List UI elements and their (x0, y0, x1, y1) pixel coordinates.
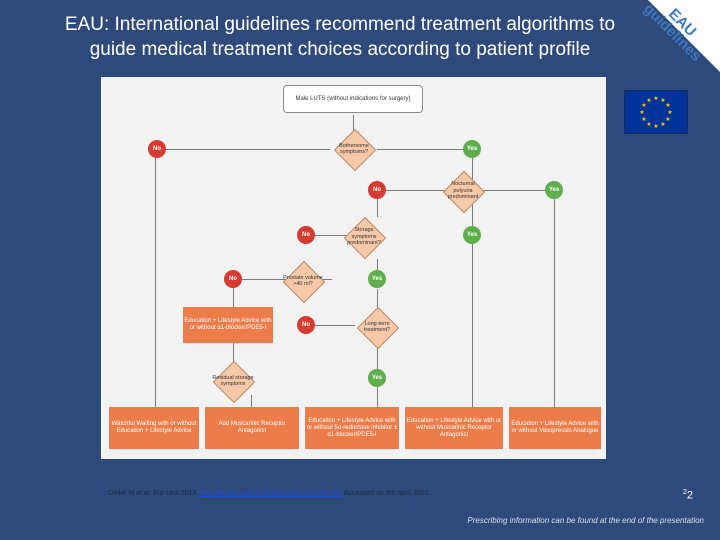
connector (315, 235, 355, 236)
svg-text:★: ★ (660, 97, 665, 104)
eu-flag-icon: ★★★ ★★★ ★★★ ★★★ (624, 90, 688, 134)
connector (233, 287, 234, 307)
svg-text:★: ★ (641, 102, 646, 109)
yes-marker: Yes (463, 140, 481, 158)
yes-marker: Yes (368, 270, 386, 288)
reference-link[interactable]: http://dx.doi.org/10.1016/j.eururo.2013.… (200, 490, 343, 497)
connector (472, 157, 473, 407)
connector (377, 259, 378, 273)
eau-guidelines-badge: EAU guidelines (630, 0, 720, 90)
connector (377, 149, 472, 150)
reference: Oelke M et al. Eur Urol 2013. http://dx.… (108, 490, 431, 497)
title-line-1: EAU: International guidelines recommend … (64, 14, 616, 35)
box-muscarinic: Education + Lifestyle Advice with or wit… (405, 407, 503, 449)
decision-storage: Storage symptoms predominant? (342, 215, 387, 260)
connector (315, 325, 355, 326)
decision-longterm: Long-term treatment? (355, 305, 400, 350)
start-node: Male LUTS (without indications for surge… (283, 85, 423, 113)
decision-label: Residual storage symptoms (212, 374, 254, 388)
connector (165, 149, 330, 150)
svg-text:★: ★ (665, 116, 670, 123)
decision-nocturnal: Nocturnal polyuria predominant (441, 169, 486, 214)
no-marker: No (148, 140, 166, 158)
svg-text:★: ★ (653, 123, 658, 130)
box-watchful-waiting: Watchful Waiting with or without Educati… (109, 407, 199, 449)
decision-label: Bothersome symptoms? (339, 142, 369, 156)
connector (377, 197, 378, 217)
badge-triangle (648, 0, 720, 72)
connector (377, 347, 378, 369)
slide-title: EAU: International guidelines recommend … (20, 12, 660, 62)
connector (155, 157, 156, 407)
decision-label: Nocturnal polyuria predominant (447, 181, 479, 201)
reference-suffix: Accessed on 8th April 2015. (343, 490, 431, 497)
no-marker: No (297, 226, 315, 244)
box-education-alpha-blocker: Education + Lifestyle Advice with or wit… (183, 307, 273, 343)
svg-text:★: ★ (646, 121, 651, 128)
yes-marker: Yes (368, 369, 386, 387)
svg-text:★: ★ (660, 121, 665, 128)
title-line-2: guide medical treatment choices accordin… (89, 39, 591, 60)
page-number-superscript: 2 (683, 489, 687, 496)
connector (233, 343, 234, 369)
decision-label: Prostate volume >40 ml? (283, 274, 323, 288)
box-add-muscarinic: Add Muscarinic Receptor Antagonist (205, 407, 299, 449)
decision-label: Long-term treatment? (363, 320, 391, 334)
connector (377, 289, 378, 307)
decision-label: Storage symptoms predominant? (347, 227, 381, 247)
yes-marker: Yes (463, 226, 481, 244)
decision-prostate: Prostate volume >40 ml? (281, 259, 326, 304)
no-marker: No (368, 181, 386, 199)
box-5ari: Education + Lifestyle Advice with or wit… (305, 407, 399, 449)
reference-prefix: Oelke M et al. Eur Urol 2013. (108, 490, 199, 497)
yes-marker: Yes (545, 181, 563, 199)
svg-text:★: ★ (653, 95, 658, 102)
svg-text:★: ★ (665, 102, 670, 109)
box-vasopressin: Education + Lifestyle Advice with or wit… (509, 407, 601, 449)
no-marker: No (224, 270, 242, 288)
decision-residual: Residual storage symptoms (211, 359, 256, 404)
connector (554, 199, 555, 407)
footer-note: Prescribing information can be found at … (467, 516, 704, 525)
page-number: 22 (683, 489, 693, 502)
connector (353, 115, 354, 131)
treatment-flowchart: Male LUTS (without indications for surge… (101, 77, 606, 459)
svg-text:★: ★ (646, 97, 651, 104)
no-marker: No (297, 316, 315, 334)
connector (377, 387, 378, 407)
svg-text:★: ★ (667, 109, 672, 116)
svg-text:★: ★ (641, 116, 646, 123)
connector (251, 395, 252, 407)
eu-stars: ★★★ ★★★ ★★★ ★★★ (639, 95, 672, 130)
svg-text:★: ★ (639, 109, 644, 116)
decision-bothersome: Bothersome symptoms? (332, 127, 377, 172)
page-number-value: 2 (686, 489, 694, 502)
